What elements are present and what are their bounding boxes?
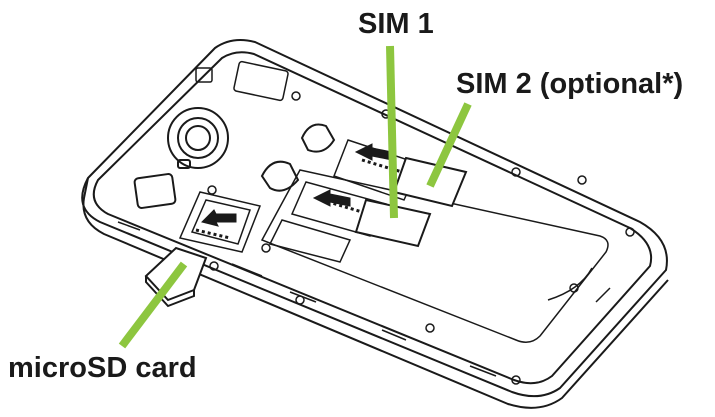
phone-inner-edge: [92, 51, 652, 385]
sensor-window: [133, 173, 177, 209]
leader-lines: [118, 45, 472, 349]
top-module: [195, 60, 289, 102]
screw-icon: [261, 243, 271, 253]
screw-icon: [511, 375, 521, 385]
sim1-leader-line: [386, 45, 398, 219]
arrow-icon: [201, 209, 237, 227]
screw-icon: [209, 261, 219, 271]
edge-details: [117, 221, 611, 377]
bay-outline: [260, 169, 609, 343]
bay-curve: [547, 267, 593, 301]
phone-body: [81, 39, 669, 409]
sim2-leader-line: [426, 102, 472, 188]
sim2-label: SIM 2 (optional*): [456, 68, 684, 100]
screw-icon: [207, 185, 217, 195]
sim1-card: [354, 198, 432, 248]
connectors: [260, 123, 336, 192]
screw-icon: [577, 175, 587, 185]
arrow-icon: [354, 143, 393, 161]
screw-icon: [291, 91, 301, 101]
arrow-icon: [312, 189, 351, 207]
camera-icon: [167, 107, 229, 169]
screw-icon: [511, 167, 521, 177]
screw-icon: [425, 323, 435, 333]
microsd-slot: [178, 191, 262, 253]
sim1-label: SIM 1: [358, 8, 434, 40]
microsd-leader-line: [118, 261, 188, 349]
microsd-label: microSD card: [8, 352, 197, 384]
screw-icon: [625, 227, 635, 237]
phone-outer-edge: [81, 39, 668, 398]
battery-bay: [260, 169, 609, 343]
phone-side-edge: [82, 177, 669, 409]
screw-icon: [569, 283, 579, 293]
